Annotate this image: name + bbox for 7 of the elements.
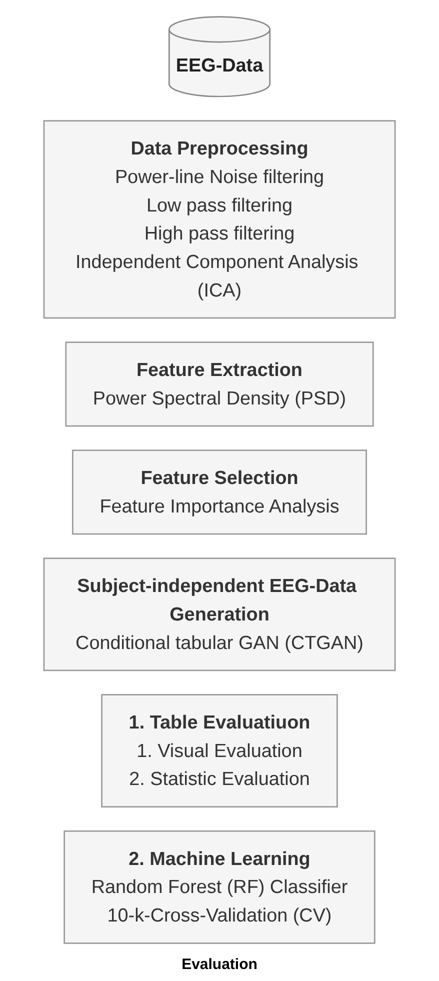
node-box: Subject-independent EEG-Data Generation Conditional tabular GAN (CTGAN) — [43, 558, 396, 672]
node-box: 2. Machine Learning Random Forest (RF) Classifier 10-k-Cross-Validation (CV) — [64, 830, 376, 944]
node-box: 1. Table Evaluatiuon 1. Visual Evaluation 2. Statistic Evaluation — [101, 694, 338, 808]
node-box: Feature Extraction Power Spectral Density (PSD) — [65, 342, 374, 427]
node-box: Data Preprocessing Power-line Noise filtering Low pass filtering High pass filtering Independent Component Analysis (ICA) — [43, 120, 396, 319]
node-box: Feature Selection Feature Importance Analysis — [72, 450, 367, 535]
section-heading: Evaluation — [182, 956, 258, 973]
